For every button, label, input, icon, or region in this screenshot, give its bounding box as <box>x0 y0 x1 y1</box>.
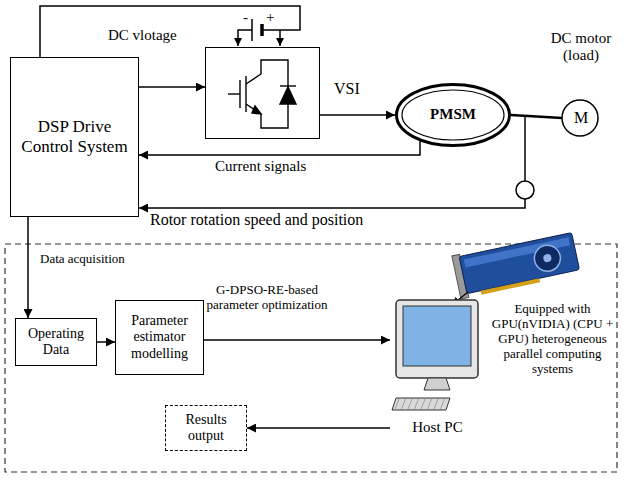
igbt-wire <box>246 104 288 128</box>
encoder-disc <box>516 181 534 199</box>
connector <box>139 199 525 208</box>
label-holder: DC vlotage <box>108 27 177 44</box>
label-holder: + <box>266 9 274 26</box>
key-line <box>441 399 445 409</box>
node-title: Host PC <box>412 419 462 436</box>
shape-outline <box>206 48 321 140</box>
note-text: Equipped with GPU(nVIDIA) (CPU + GPU) he… <box>490 302 615 377</box>
label-holder: - <box>243 9 248 26</box>
motor-ring: PMSM <box>395 83 511 147</box>
supply-label: DC vlotage <box>108 27 177 44</box>
card-pins <box>481 278 541 294</box>
key-line <box>421 399 425 409</box>
igbt-wire <box>228 93 240 94</box>
key-line <box>415 399 419 409</box>
card-fan <box>532 243 563 274</box>
keyboard <box>392 398 450 410</box>
node-title: Operating Data <box>20 326 92 358</box>
monitor-frame <box>396 300 478 378</box>
connector <box>27 217 29 318</box>
battery-plate <box>260 24 264 36</box>
connector <box>139 141 420 155</box>
monitor-stand <box>424 378 450 390</box>
connector <box>139 86 205 88</box>
connector-label: G-DPSO-RE-based parameter optimization <box>206 283 328 313</box>
node-title: DSP Drive Control System <box>17 117 132 156</box>
diode-triangle <box>280 87 296 104</box>
connector-label: Current signals <box>215 158 306 175</box>
process-box: Parameter estimator modelling <box>115 300 204 375</box>
label-holder: G-DPSO-RE-based parameter optimization <box>206 283 328 313</box>
keyboard-keys <box>395 399 445 409</box>
node-title: Results output <box>170 412 242 444</box>
control-box: DSP Drive Control System <box>10 57 139 217</box>
connector <box>204 339 390 341</box>
key-line <box>434 399 438 409</box>
key-line <box>428 399 432 409</box>
node-title: Parameter estimator modelling <box>120 313 199 361</box>
label-holder: Equipped with GPU(nVIDIA) (CPU + GPU) he… <box>490 302 615 377</box>
igbt-wire <box>246 60 288 86</box>
encoder-stem <box>524 115 526 181</box>
process-box: Operating Data <box>15 318 97 366</box>
node-title: VSI <box>334 80 360 98</box>
node-symbol: M <box>574 109 588 127</box>
connector <box>247 427 390 429</box>
igbt-wire <box>239 80 240 108</box>
output-box: Results output <box>165 405 247 451</box>
supply-wire <box>238 30 252 46</box>
rotor-ring <box>402 90 504 140</box>
igbt-symbol <box>228 60 296 128</box>
connector <box>511 115 562 118</box>
motor-circle <box>562 100 598 136</box>
monitor-screen <box>403 306 471 366</box>
load-motor: DC motor (load) M <box>545 30 617 138</box>
emitter-arrow <box>252 106 261 114</box>
connector-label: Data acquisition <box>40 252 125 267</box>
inverter-box: VSI <box>205 47 320 139</box>
node-title: DC motor (load) <box>545 30 617 65</box>
connector <box>97 341 115 343</box>
shape-outline <box>390 298 485 438</box>
card-fan-hub <box>543 253 552 262</box>
label-holder: Rotor rotation speed and position <box>150 211 363 229</box>
connector-label: Rotor rotation speed and position <box>150 211 363 229</box>
key-line <box>402 399 406 409</box>
key-line <box>395 399 399 409</box>
stator-ring <box>397 85 510 146</box>
host-computer: Host PC <box>390 298 485 438</box>
node-title: PMSM <box>430 106 476 123</box>
connector <box>320 114 395 116</box>
gpu-card <box>452 231 580 299</box>
supply-wire <box>279 30 281 46</box>
terminal-sign: + <box>266 9 274 26</box>
igbt-wire <box>245 76 246 112</box>
battery-plate <box>251 19 253 41</box>
key-line <box>408 399 412 409</box>
encoder <box>516 115 534 199</box>
label-holder: Current signals <box>215 158 306 175</box>
terminal-sign: - <box>243 9 248 26</box>
label-holder: Data acquisition <box>40 252 125 267</box>
